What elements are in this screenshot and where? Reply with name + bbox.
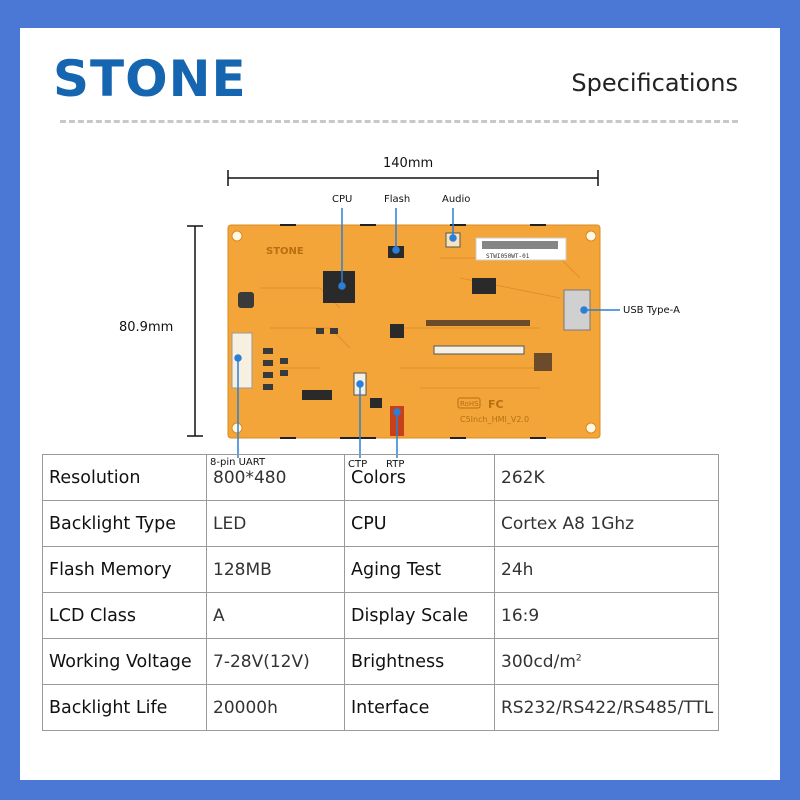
sticker-text: STWI050WT-01	[486, 253, 530, 260]
spec-value: 16:9	[494, 592, 719, 639]
audio-callout-label: Audio	[442, 194, 471, 205]
spec-label: Interface	[344, 684, 495, 731]
spec-label: Flash Memory	[42, 546, 207, 593]
spec-label: Brightness	[344, 638, 495, 685]
header-divider	[60, 120, 738, 123]
width-dimension-line	[227, 170, 599, 186]
spec-value: LED	[206, 500, 345, 547]
small-ics	[302, 278, 552, 408]
height-dimension-line	[187, 225, 203, 437]
board-drawing: STONE	[187, 170, 620, 458]
spec-value: RS232/RS422/RS485/TTL	[494, 684, 719, 731]
spec-label: CPU	[344, 500, 495, 547]
spec-label: LCD Class	[42, 592, 207, 639]
spec-label: Working Voltage	[42, 638, 207, 685]
pcb-silkscreen-brand: STONE	[266, 246, 304, 257]
fc-mark: FC	[488, 398, 504, 411]
rohs-mark	[457, 397, 481, 409]
fpc-connector-top	[426, 320, 530, 326]
spec-value: 262K	[494, 454, 719, 501]
frame-clips	[280, 224, 546, 439]
product-figure: 140mm 80.9mm CPU Flash Audio USB Type-A …	[20, 28, 780, 478]
spec-label: Colors	[344, 454, 495, 501]
spec-value: Cortex A8 1Ghz	[494, 500, 719, 547]
callout-pointers	[234, 208, 620, 458]
spec-value: 800*480	[206, 454, 345, 501]
spec-value: 300cd/m2	[494, 638, 719, 685]
spec-label: Backlight Type	[42, 500, 207, 547]
passive-components	[238, 292, 338, 390]
page-title: Specifications	[571, 69, 738, 97]
rohs-text: RoHS	[460, 400, 479, 408]
uart-connector	[231, 332, 253, 389]
unit-superscript: 2	[575, 652, 582, 663]
mounting-holes	[231, 230, 597, 434]
spec-label: Display Scale	[344, 592, 495, 639]
spec-value: 24h	[494, 546, 719, 593]
board-model-text: C5Inch_HMI_V2.0	[460, 415, 529, 424]
brand-logo: STONE	[53, 50, 247, 108]
usb-callout-label: USB Type-A	[623, 305, 680, 316]
spec-value: 7-28V(12V)	[206, 638, 345, 685]
pcb-board	[227, 224, 601, 439]
spec-label: Backlight Life	[42, 684, 207, 731]
spec-value: 20000h	[206, 684, 345, 731]
spec-label: Aging Test	[344, 546, 495, 593]
spec-value: 128MB	[206, 546, 345, 593]
width-dimension-label: 140mm	[383, 156, 434, 171]
spec-value: A	[206, 592, 345, 639]
cpu-callout-label: CPU	[332, 194, 353, 205]
spec-label: Resolution	[42, 454, 207, 501]
height-dimension-label: 80.9mm	[119, 320, 174, 335]
fpc-connector-main	[433, 345, 525, 355]
flash-callout-label: Flash	[384, 194, 411, 205]
